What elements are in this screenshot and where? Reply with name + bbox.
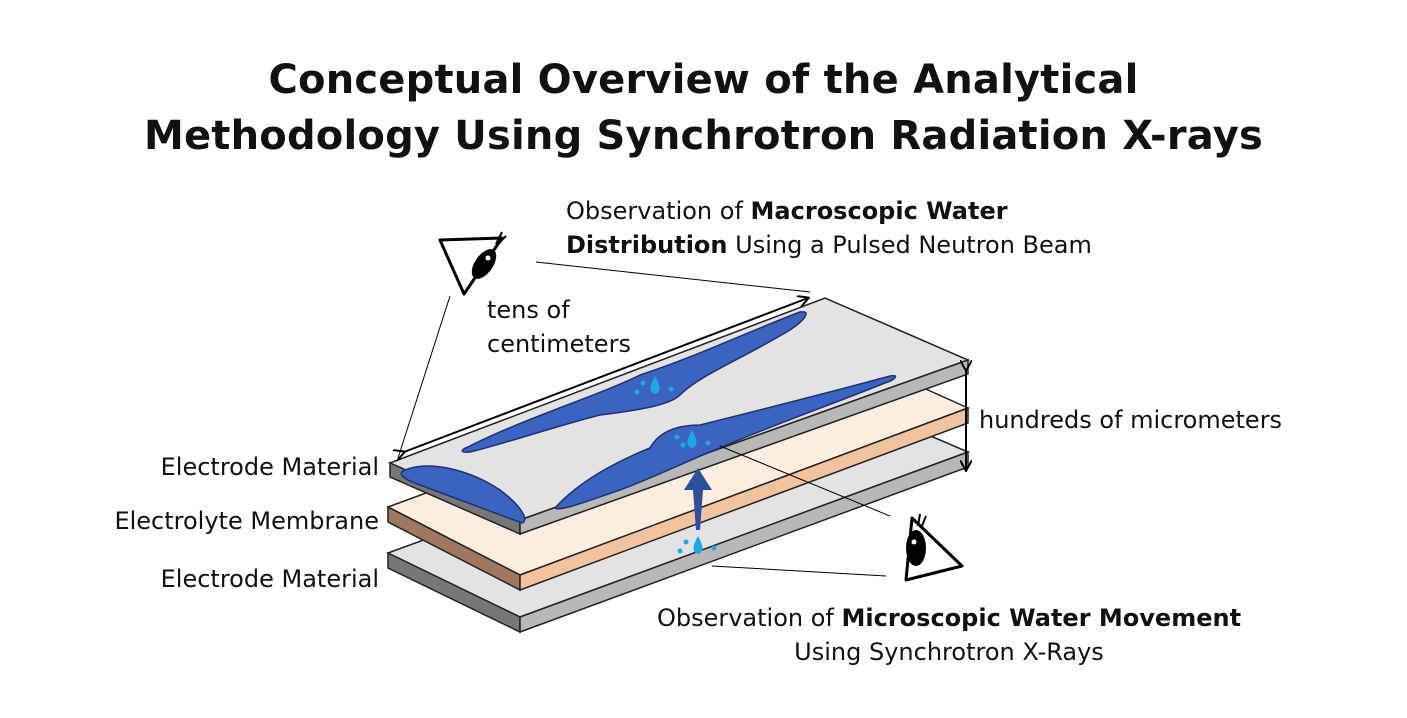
micro-bold: Microscopic Water Movement (841, 604, 1242, 632)
title-line-2: Methodology Using Synchrotron Radiation … (143, 113, 1264, 159)
sight-lines (397, 261, 891, 577)
macro-suffix: Using a Pulsed Neutron Beam (727, 231, 1092, 259)
length-dimension-arrow (404, 298, 808, 452)
macro-bold-2: Distribution (566, 231, 728, 259)
thickness-label: hundreds of micrometers (979, 406, 1283, 434)
micro-line-2: Using Synchrotron X-Rays (794, 638, 1104, 666)
macro-bold-1: Macroscopic Water (750, 197, 1008, 225)
length-line-2: centimeters (487, 330, 631, 358)
macro-prefix: Observation of (566, 197, 751, 225)
layer-label-membrane: Electrolyte Membrane (114, 507, 379, 535)
length-line-1: tens of (487, 296, 570, 324)
length-label: tens of centimeters (487, 293, 631, 361)
micro-observation-label: Observation of Microscopic Water Movemen… (638, 601, 1260, 669)
title-line-1: Conceptual Overview of the Analytical (268, 57, 1139, 103)
diagram-title: Conceptual Overview of the Analytical Me… (0, 52, 1407, 164)
eye-icon-macro (438, 231, 507, 296)
upward-water-arrow (684, 468, 712, 530)
macro-observation-label: Observation of Macroscopic Water Distrib… (566, 194, 1092, 262)
micro-prefix: Observation of (656, 604, 842, 632)
layer-label-top-electrode: Electrode Material (160, 453, 379, 481)
layer-label-bottom-electrode: Electrode Material (160, 565, 379, 593)
eye-icon-micro (904, 513, 964, 582)
